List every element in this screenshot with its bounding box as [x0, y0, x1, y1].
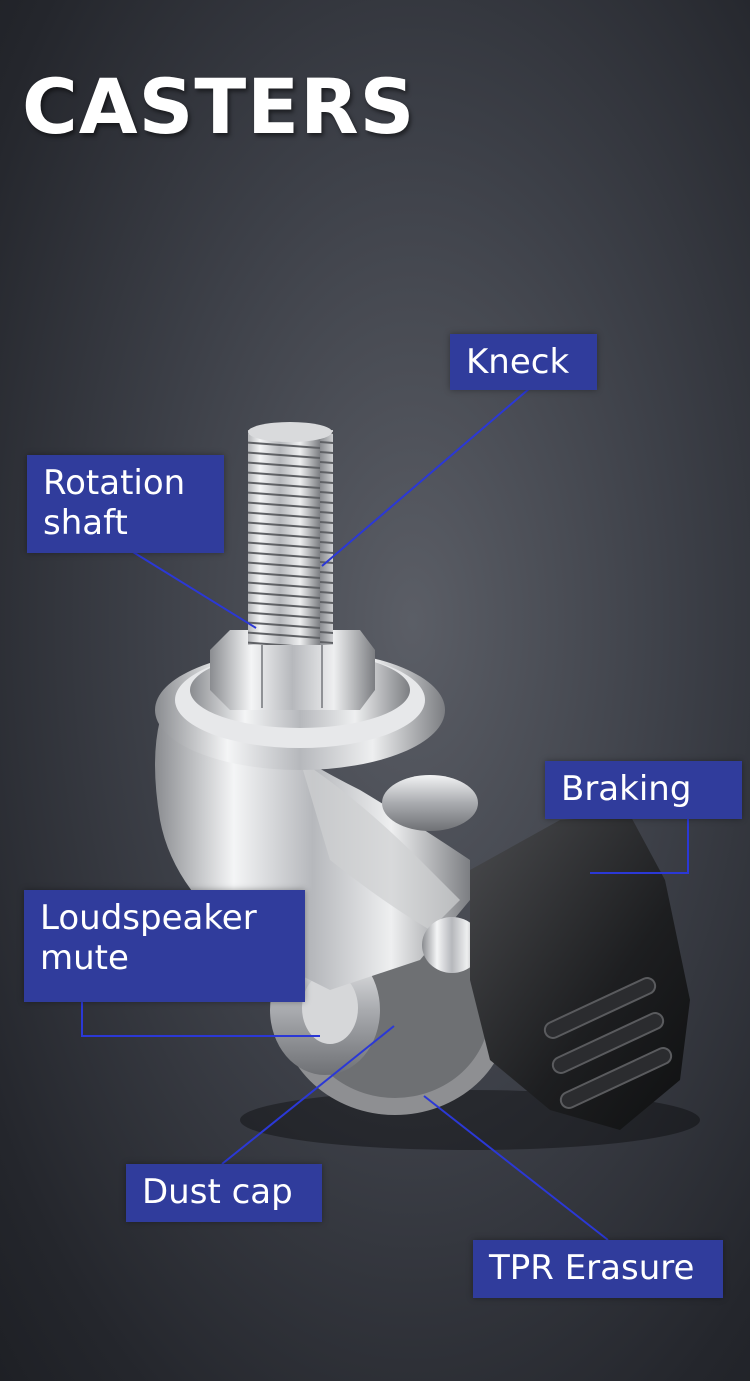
dust-cap-label: Dust cap — [126, 1164, 322, 1222]
braking-callout-line — [590, 818, 689, 874]
loudspeaker-mute-label: Loudspeaker mute — [24, 890, 305, 1002]
tpr-erasure-label: TPR Erasure — [473, 1240, 723, 1298]
braking-label: Braking — [545, 761, 742, 819]
dust-cap-callout-line — [221, 1025, 395, 1165]
rotation-shaft-label: Rotation shaft — [27, 455, 224, 553]
kneck-callout-line — [321, 387, 531, 567]
page-title: CASTERS — [22, 62, 416, 151]
tpr-erasure-callout-line — [423, 1095, 609, 1241]
loudspeaker-mute-callout-line — [81, 1000, 320, 1037]
rotation-shaft-callout-line — [132, 551, 257, 629]
kneck-label: Kneck — [450, 334, 597, 390]
